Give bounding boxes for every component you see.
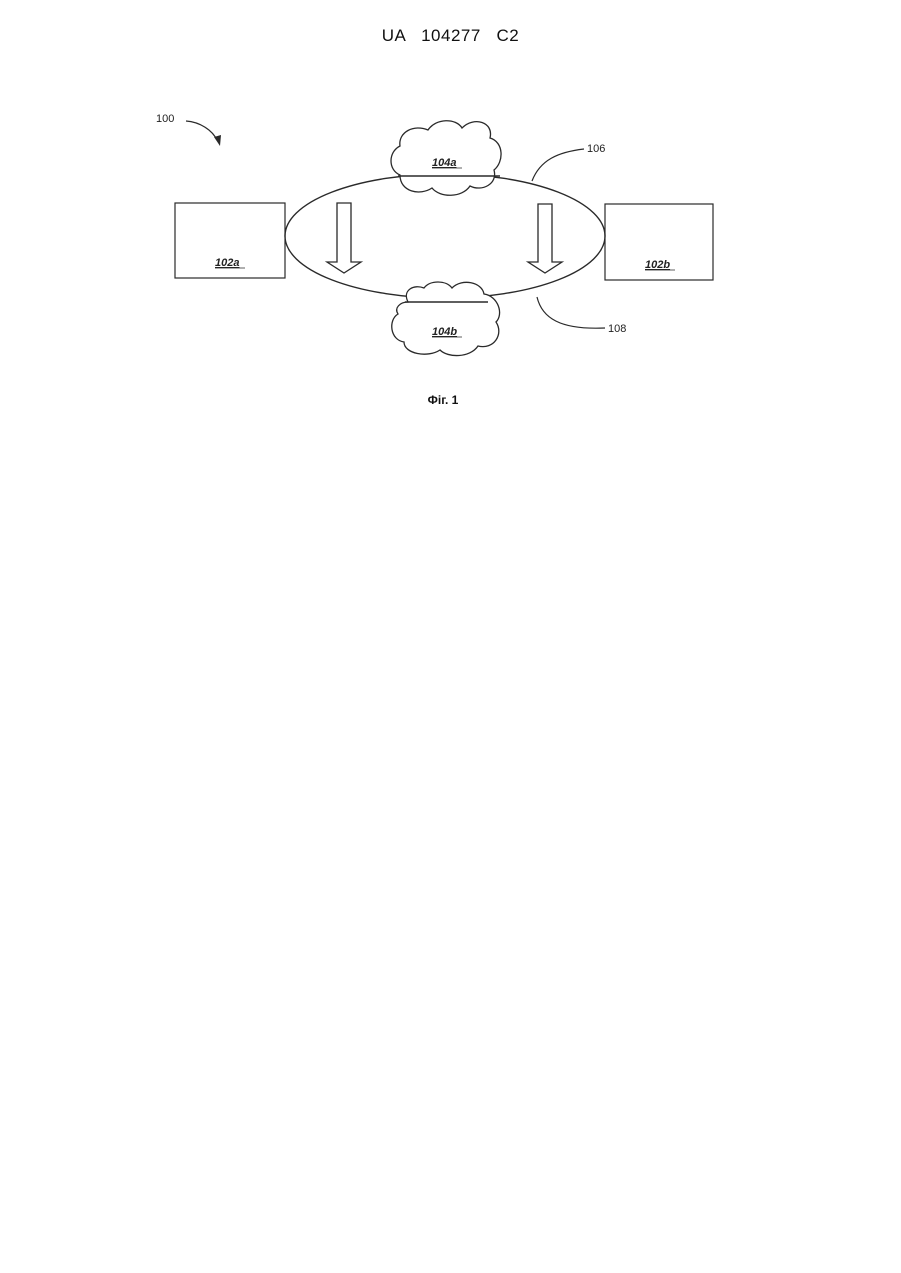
path-bottom-ref-label: 108 <box>608 323 626 335</box>
down-arrow-left <box>327 203 361 273</box>
figure-caption: Фіг. 1 <box>428 393 459 407</box>
device-left-label: 102a <box>215 257 239 269</box>
cloud-bottom <box>392 282 500 356</box>
path-top-leader <box>532 149 584 181</box>
cloud-bottom-label: 104b <box>432 326 457 338</box>
system-ref-label: 100 <box>156 113 174 125</box>
cloud-top-label: 104a <box>432 157 456 169</box>
path-top-ref-label: 106 <box>587 143 605 155</box>
device-right-label: 102b <box>645 259 670 271</box>
path-bottom-leader <box>537 297 605 328</box>
system-ref-arrow <box>186 121 217 140</box>
down-arrow-right <box>528 204 562 273</box>
